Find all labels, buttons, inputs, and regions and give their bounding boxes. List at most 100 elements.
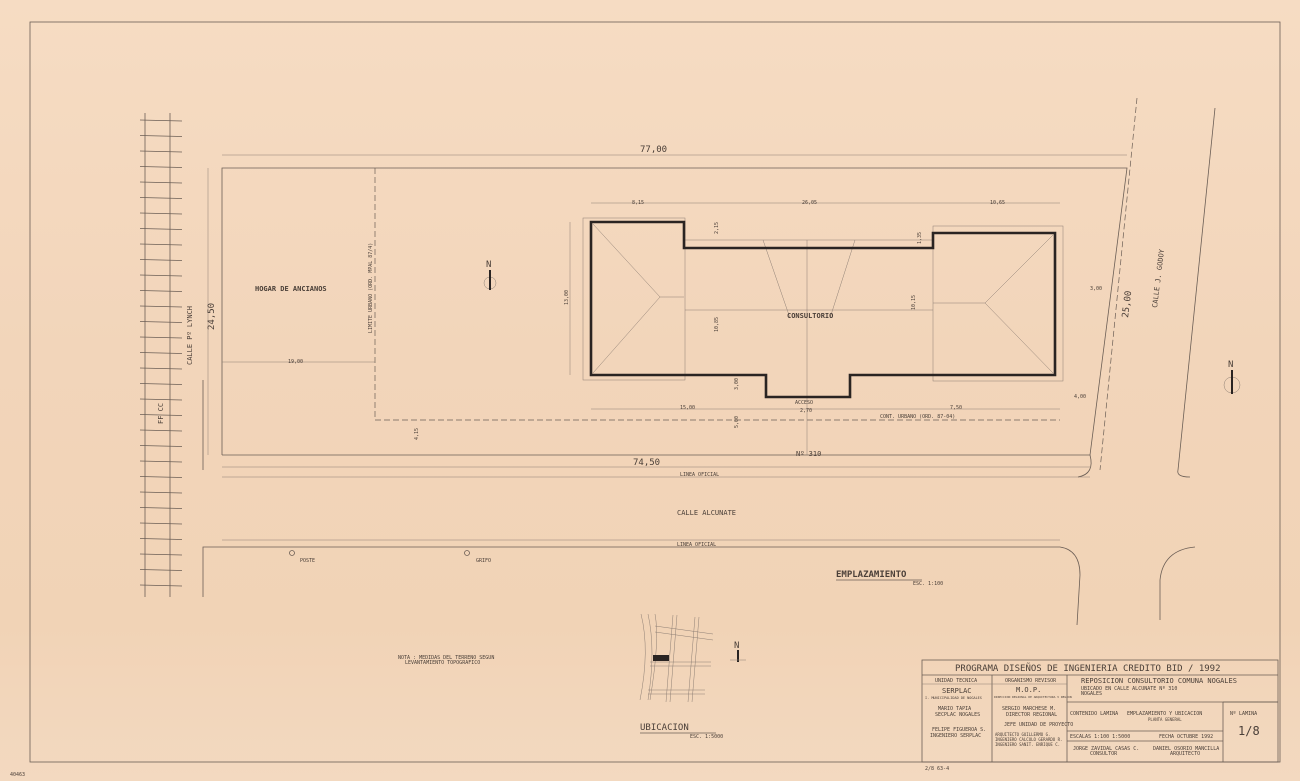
- railway-tie: [139, 321, 183, 323]
- note-line-2: LEVANTAMIENTO TOPOGRAFICO: [405, 660, 480, 666]
- scale-emplazamiento: ESC. 1:100: [913, 581, 943, 587]
- lot-boundary: [202, 154, 1128, 478]
- railway-tie: [139, 212, 183, 215]
- label-number: Nº 310: [796, 450, 821, 458]
- railway-tie: [139, 553, 183, 556]
- dim-inner-b: 10,15: [911, 295, 917, 310]
- svg-text:N: N: [734, 641, 739, 651]
- tb-author1: JORGE ZAVIDAL CASAS C.: [1073, 746, 1139, 752]
- hydrant-icon: [464, 550, 470, 556]
- tb-col2-org: M.O.P.: [1016, 686, 1041, 694]
- railway-tie: [139, 290, 183, 292]
- svg-text:N: N: [1228, 360, 1233, 370]
- note-line-1: NOTA : MEDIDAS DEL TERRENO SEGUN: [398, 655, 494, 661]
- label-limite: LIMITE URBANO (ORD. MPAL 87/4): [368, 243, 374, 333]
- railway-tie: [139, 522, 183, 525]
- tb-col2-name1: SERGIO MARCHESE M.: [1002, 706, 1056, 712]
- pole-icon: [289, 550, 295, 556]
- tb-project-sub2: NOGALES: [1081, 691, 1102, 697]
- street-label-lynch: CALLE Pº LYNCH: [186, 306, 194, 365]
- tb-col1-name1: MARIO TAPIA: [938, 706, 971, 712]
- label-hogar: HOGAR DE ANCIANOS: [255, 285, 327, 293]
- tb-contents: EMPLAZAMIENTO Y UBICACION: [1127, 711, 1202, 717]
- tb-contents-label: CONTENIDO LAMINA: [1070, 711, 1118, 717]
- tb-col1-sub: I. MUNICIPALIDAD DE NOGALES: [925, 696, 982, 700]
- tb-author2: DANIEL OSORIO MANCILLA: [1153, 746, 1219, 752]
- railway-tie: [139, 181, 183, 184]
- dim-bldg-right: 10,65: [990, 200, 1005, 206]
- dim-left-setback: 19,00: [288, 359, 303, 365]
- dim-access: 2,70: [800, 408, 812, 414]
- dim-top: 77,00: [640, 145, 667, 155]
- railway-tie: [139, 135, 183, 137]
- railway: [139, 113, 183, 597]
- label-poste: POSTE: [300, 558, 315, 564]
- north-arrow-icon: N: [730, 641, 746, 662]
- dim-small-e: 4,15: [414, 428, 420, 440]
- tb-project: REPOSICION CONSULTORIO COMUNA NOGALES: [1081, 677, 1237, 685]
- railway-tie: [139, 352, 183, 354]
- title-emplazamiento: EMPLAZAMIENTO: [836, 570, 907, 580]
- dim-small-d: 5,00: [734, 416, 740, 428]
- svg-text:N: N: [486, 260, 491, 270]
- label-linea-oficial-2: LINEA OFICIAL: [677, 542, 716, 548]
- railway-tie: [139, 491, 183, 494]
- railway-tie: [139, 460, 183, 463]
- dim-bldg-left: 8,15: [632, 200, 644, 206]
- label-consultorio: CONSULTORIO: [787, 312, 833, 320]
- street-lines: [202, 97, 1216, 626]
- tb-col2-head: ORGANISMO REVISOR: [1005, 678, 1057, 684]
- tb-col2-role2: JEFE UNIDAD DE PROYECTO: [1004, 722, 1073, 728]
- railway-tie: [139, 569, 183, 571]
- tb-col1-org: SERPLAC: [942, 687, 972, 695]
- dim-right-setback: 3,00: [1090, 286, 1102, 292]
- dim-bldg-height: 13,00: [564, 290, 570, 305]
- railway-tie: [139, 166, 183, 168]
- dim-front-a: 15,00: [680, 405, 695, 411]
- railway-tie: [139, 445, 183, 447]
- railway-tie: [139, 119, 183, 122]
- tb-col2-role1: DIRECTOR REGIONAL: [1006, 712, 1057, 718]
- corner-mark: 40463: [10, 772, 25, 778]
- tb-date: FECHA OCTUBRE 1992: [1159, 734, 1213, 740]
- railway-label: FF CC: [157, 403, 165, 424]
- tb-sheet-label: Nº LAMINA: [1230, 711, 1257, 717]
- sheet-frame: [29, 21, 1281, 763]
- tb-sheet-number: 1/8: [1238, 724, 1260, 738]
- tb-contents-sub: PLANTA GENERAL: [1148, 717, 1182, 722]
- tb-col2-rev2: INGENIERO CALCULO GERARDO R.: [995, 737, 1062, 742]
- tb-col1-role2: INGENIERO SERPLAC: [930, 733, 981, 739]
- building-consultorio: [569, 202, 1064, 455]
- label-acceso: ACCESO: [795, 400, 813, 406]
- tb-author2-role: ARQUITECTO: [1170, 751, 1200, 757]
- railway-tie: [139, 584, 183, 587]
- north-arrow-icon: N: [483, 260, 497, 290]
- railway-tie: [139, 367, 183, 370]
- tb-project-sub1: UBICADO EN CALLE ALCUNATE Nº 310: [1081, 686, 1177, 692]
- dim-inner-a: 10,85: [714, 317, 720, 332]
- railway-tie: [139, 274, 183, 277]
- railway-tie: [139, 197, 183, 199]
- street-label-godoy: CALLE J. GODOY: [1151, 248, 1166, 308]
- dim-front-b: 7,50: [950, 405, 962, 411]
- railway-tie: [139, 383, 183, 385]
- railway-tie: [139, 538, 183, 540]
- label-grifo: GRIFO: [476, 558, 491, 564]
- dim-right-b: 4,00: [1074, 394, 1086, 400]
- tb-author1-role: CONSULTOR: [1090, 751, 1118, 757]
- tb-col1-role1: SECPLAC NOGALES: [935, 712, 980, 718]
- tb-col1-head: UNIDAD TECNICA: [935, 678, 977, 684]
- railway-tie: [139, 305, 183, 308]
- dim-right: 25,00: [1121, 290, 1134, 318]
- railway-tie: [139, 259, 183, 261]
- railway-tie: [139, 150, 183, 153]
- tb-col2-rev3: INGENIERO SANIT. ENRIQUE C.: [995, 742, 1060, 747]
- dim-bottom: 74,50: [633, 458, 660, 468]
- pencil-mark: 2/8 63-4: [925, 766, 949, 772]
- railway-tie: [139, 243, 183, 246]
- tb-col1-name2: FELIPE FIGUEROA S.: [932, 727, 986, 733]
- label-cont: CONT. URBANO (ORD. 87-04): [880, 414, 955, 420]
- scale-ubicacion: ESC. 1:5000: [690, 734, 723, 740]
